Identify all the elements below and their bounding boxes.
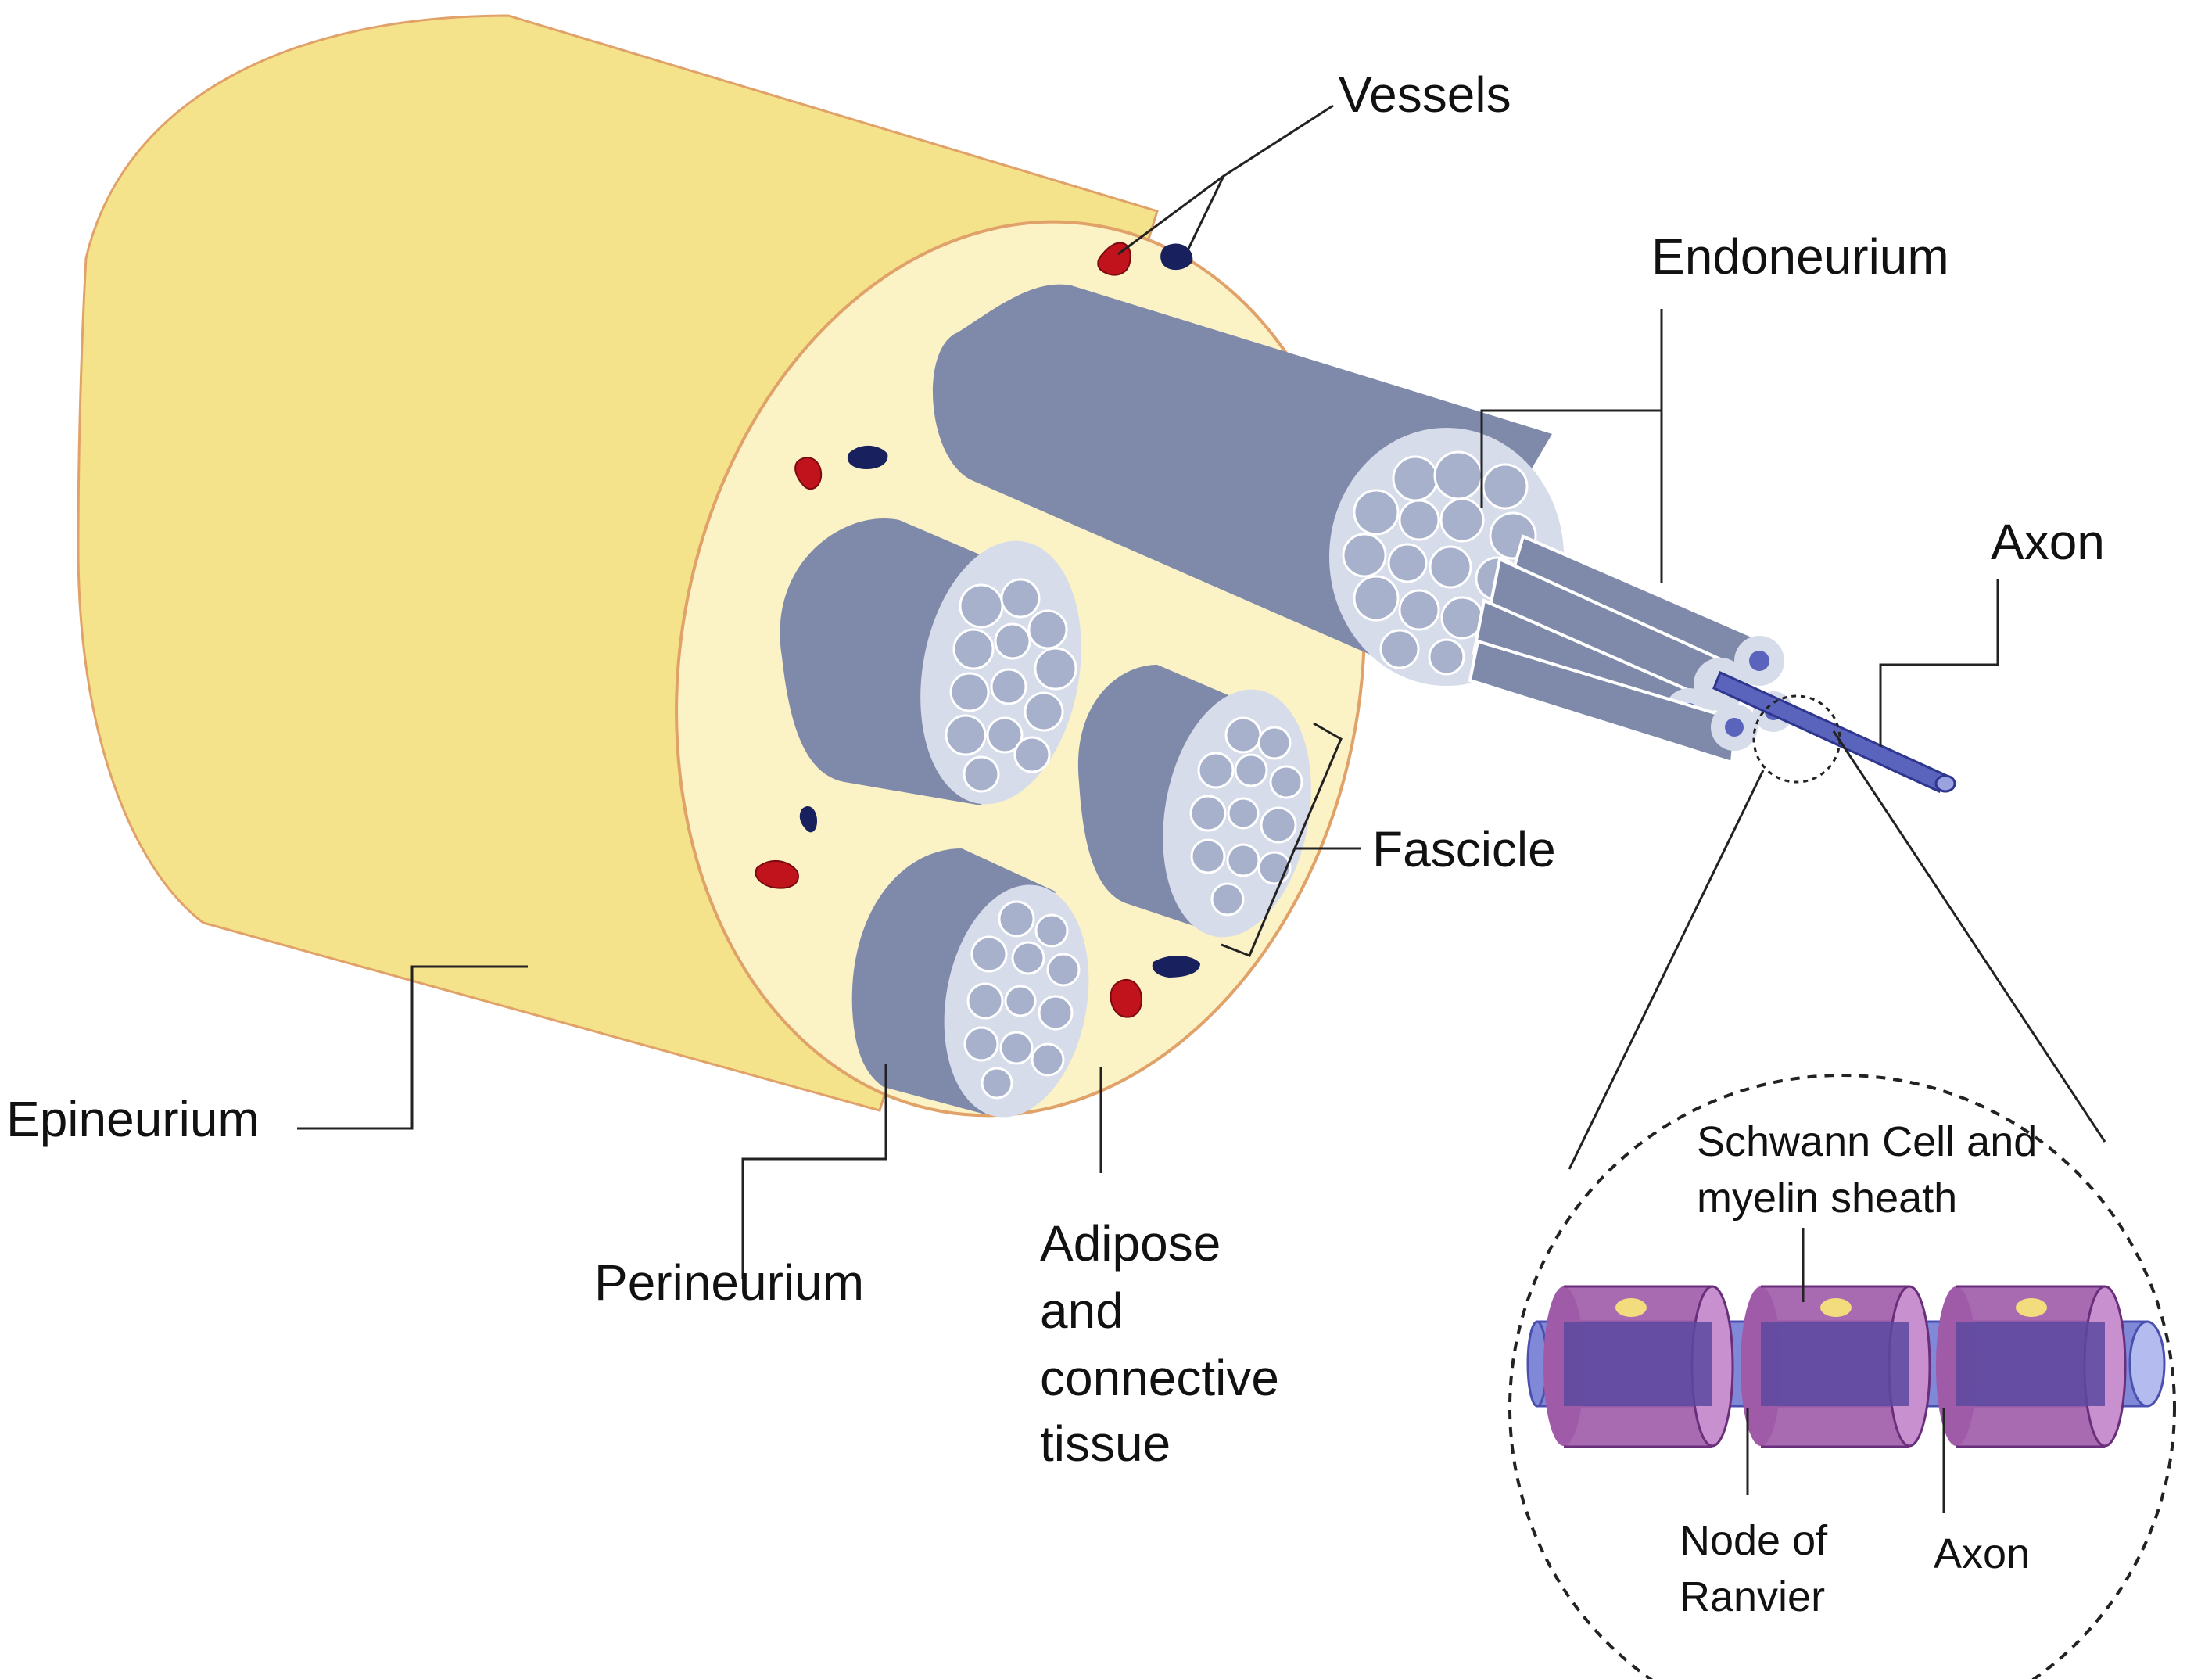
label-schwann-cell: Schwann Cell and myelin sheath [1697, 1118, 2037, 1222]
svg-text:tissue: tissue [1040, 1415, 1171, 1472]
svg-text:Adipose: Adipose [1040, 1215, 1221, 1272]
label-axon: Axon [1991, 514, 2105, 570]
label-inset-axon: Axon [1934, 1530, 2030, 1577]
artery-icon [1110, 978, 1143, 1018]
label-endoneurium: Endoneurium [1651, 228, 1949, 285]
vein-icon [799, 805, 817, 833]
label-adipose: Adipose and connective tissue [1040, 1215, 1279, 1472]
label-epineurium: Epineurium [6, 1091, 260, 1147]
fascicle-left [780, 518, 1081, 805]
schwann-cell [1936, 1285, 2127, 1448]
svg-text:Node of: Node of [1680, 1517, 1828, 1564]
vein-icon [1152, 955, 1200, 978]
schwann-cell [1543, 1285, 1734, 1448]
blood-vessels [755, 242, 1200, 1018]
label-fascicle: Fascicle [1372, 821, 1556, 877]
svg-text:myelin sheath: myelin sheath [1697, 1175, 1957, 1222]
inset-magnified-view [1508, 730, 2176, 1679]
svg-text:connective: connective [1040, 1350, 1279, 1406]
nerve-fibers [1468, 534, 1794, 765]
svg-text:Ranvier: Ranvier [1680, 1573, 1825, 1620]
label-node-of-ranvier: Node of Ranvier [1680, 1517, 1828, 1620]
label-perineurium: Perineurium [594, 1254, 864, 1311]
artery-icon [794, 457, 823, 490]
schwann-cell [1741, 1285, 1931, 1448]
svg-text:and: and [1040, 1283, 1124, 1339]
vein-icon [1160, 243, 1193, 271]
artery-icon [755, 859, 799, 889]
svg-text:Schwann Cell and: Schwann Cell and [1697, 1118, 2037, 1165]
fascicle-middle [1077, 665, 1311, 938]
label-vessels: Vessels [1339, 66, 1511, 123]
leader-lines [297, 104, 1999, 1513]
vein-icon [847, 445, 888, 469]
fascicle-bottom [851, 848, 1089, 1118]
labels: Vessels Endoneurium Axon Fascicle Epineu… [6, 66, 2105, 1620]
